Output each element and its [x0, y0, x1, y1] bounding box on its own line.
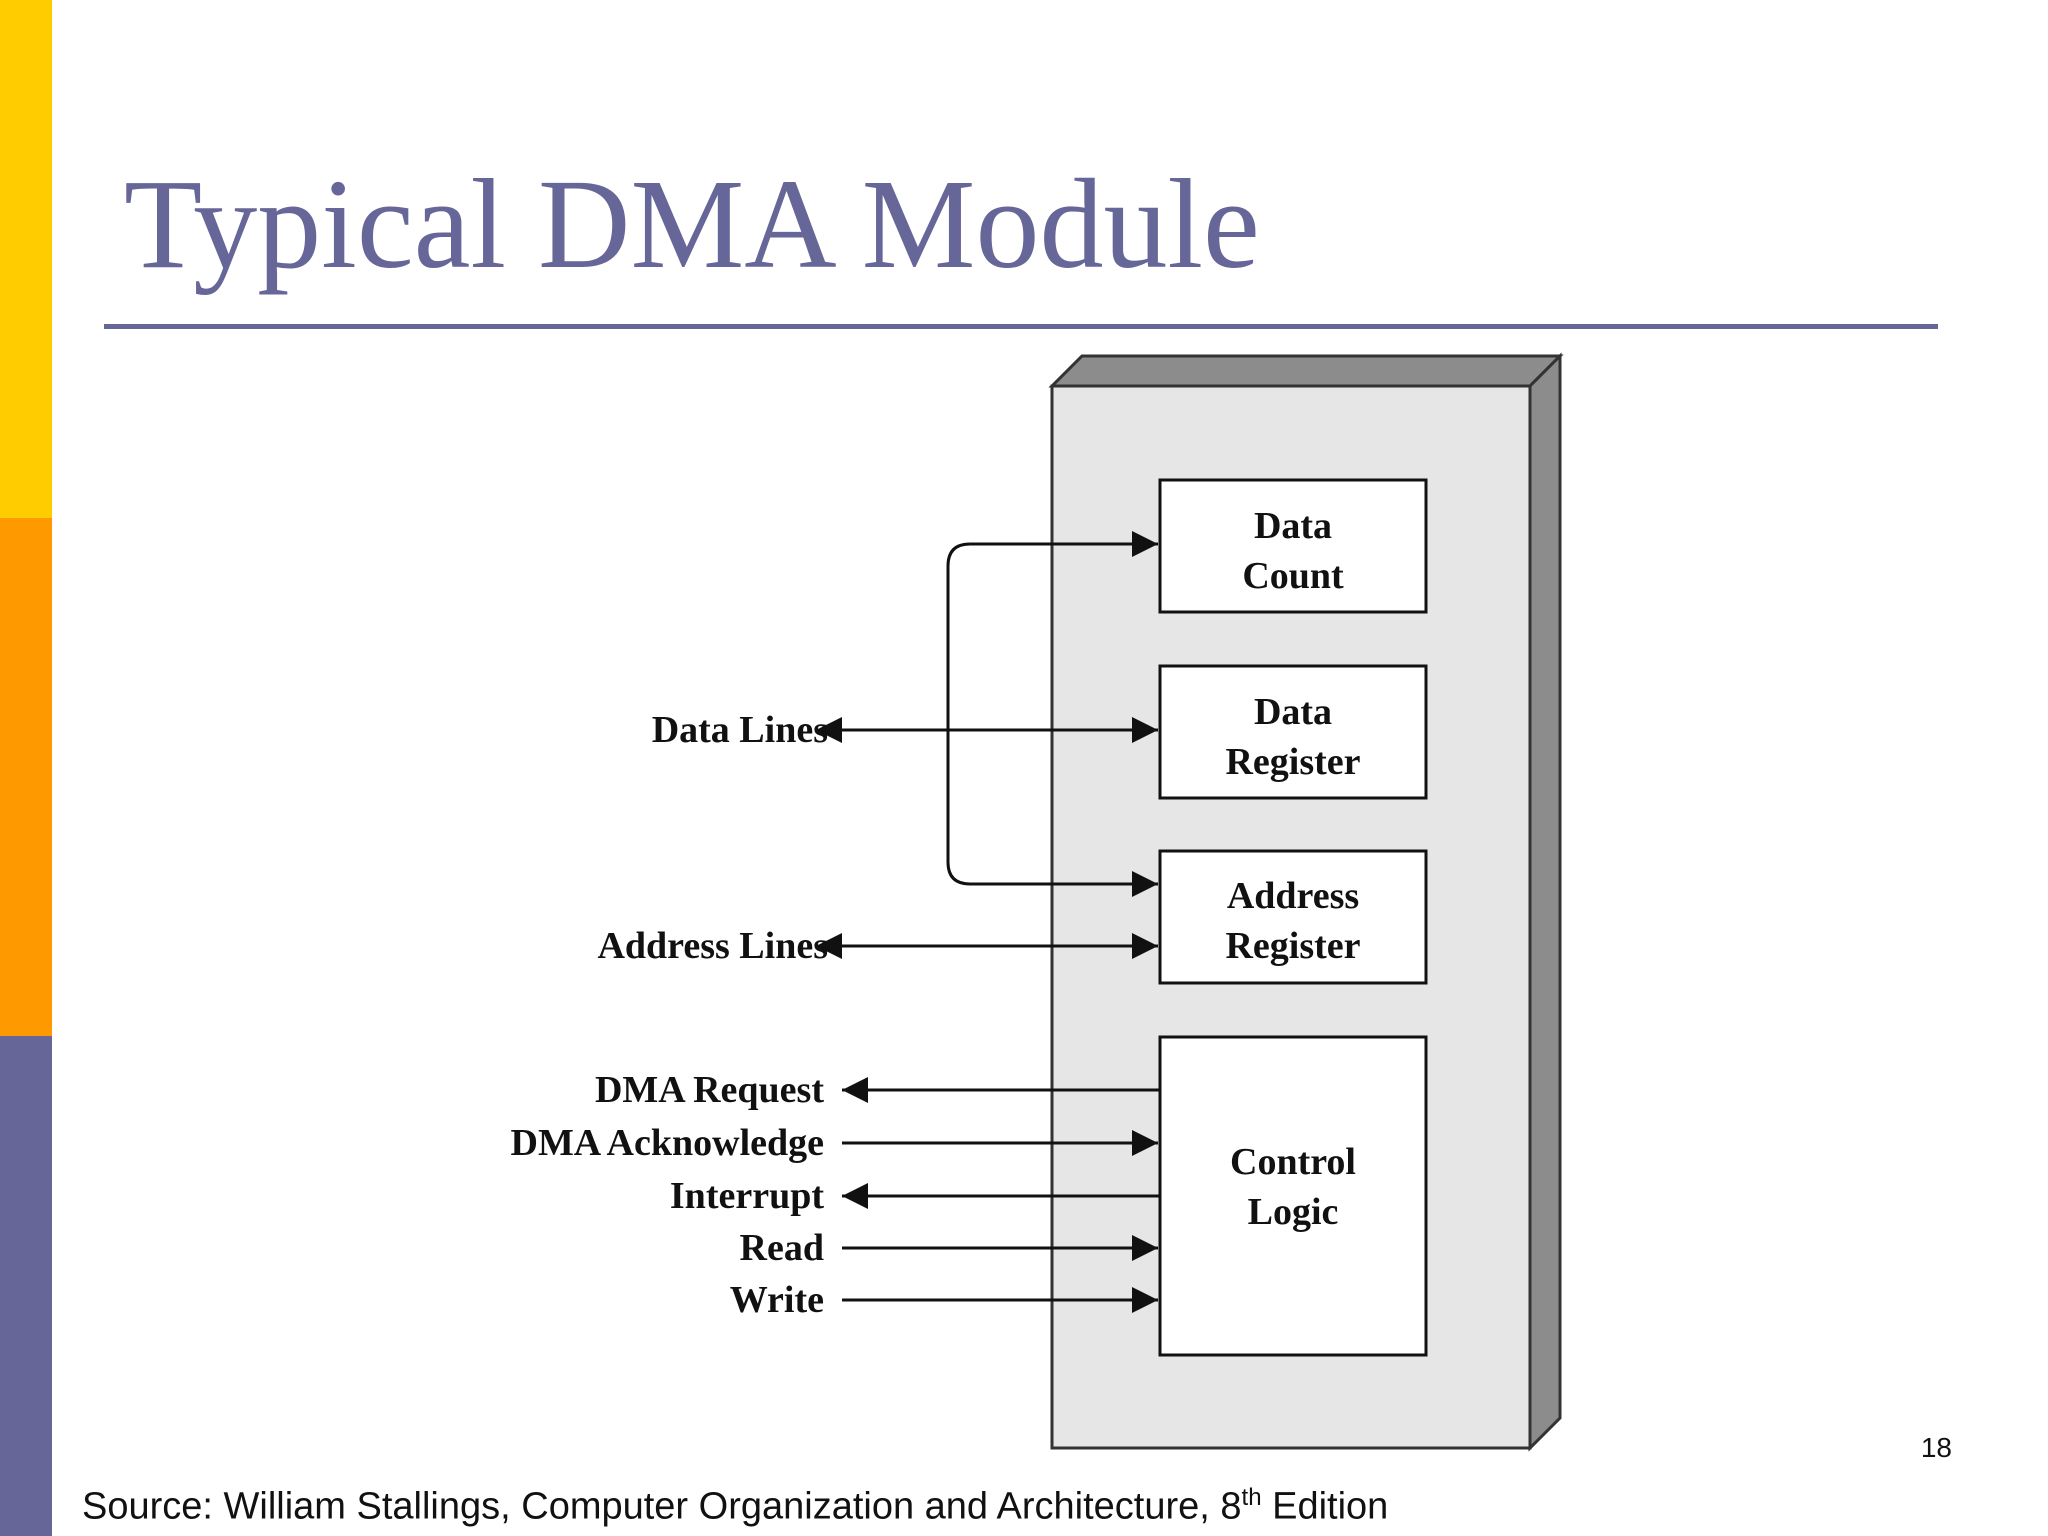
data-count-label-2: Count	[1242, 555, 1344, 597]
write-label: Write	[730, 1279, 824, 1321]
module-box-top	[1048, 354, 1564, 388]
accent-bar-purple	[0, 1036, 52, 1536]
dma-acknowledge-label: DMA Acknowledge	[511, 1122, 825, 1164]
data-lines-label: Data Lines	[652, 709, 828, 751]
data-register: Data Register	[1158, 664, 1428, 800]
read-label: Read	[740, 1227, 824, 1269]
source-superscript: th	[1241, 1484, 1262, 1511]
data-bus-to-count	[946, 531, 1158, 730]
address-register: Address Register	[1158, 849, 1428, 985]
interrupt-label: Interrupt	[670, 1175, 824, 1217]
module-box-side	[1528, 352, 1562, 1452]
source-citation: Source: William Stallings, Computer Orga…	[82, 1484, 1388, 1529]
slide-title: Typical DMA Module	[124, 153, 1260, 295]
accent-bar-yellow	[0, 0, 52, 518]
address-register-label-1: Address	[1227, 875, 1359, 917]
data-register-label-2: Register	[1225, 741, 1360, 783]
accent-bar-orange	[0, 518, 52, 1036]
page-number: 18	[1920, 1432, 1952, 1463]
control-logic-label-2: Logic	[1248, 1191, 1339, 1233]
data-bus-to-address	[946, 730, 1158, 897]
data-count-register: Data Count	[1158, 478, 1428, 614]
control-logic-label-1: Control	[1230, 1141, 1356, 1183]
source-text: Source: William Stallings, Computer Orga…	[82, 1485, 1242, 1528]
title-rule	[104, 324, 1938, 329]
control-logic: Control Logic	[1158, 1035, 1428, 1357]
address-register-label-2: Register	[1225, 925, 1360, 967]
dma-request-label: DMA Request	[595, 1069, 824, 1111]
data-count-label-1: Data	[1254, 505, 1332, 547]
source-suffix: Edition	[1261, 1485, 1389, 1528]
data-register-label-1: Data	[1254, 691, 1332, 733]
address-lines-label: Address Lines	[597, 925, 828, 967]
